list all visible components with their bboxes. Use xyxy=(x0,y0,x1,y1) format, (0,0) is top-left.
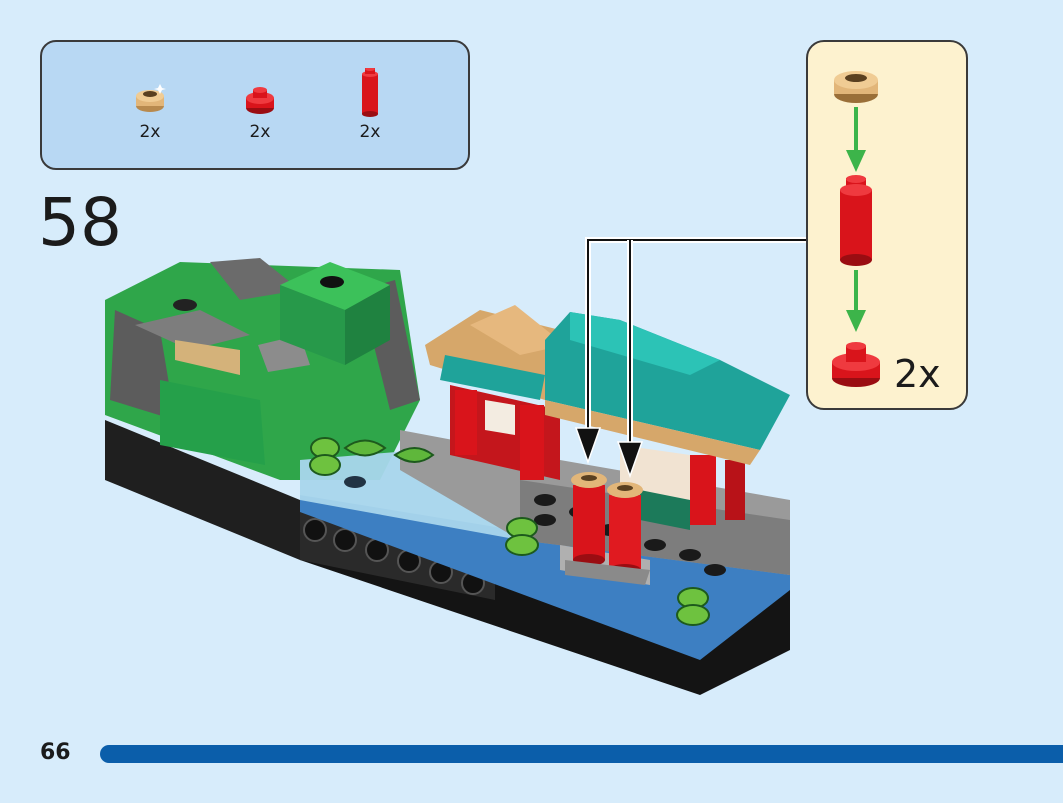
page-number: 66 xyxy=(40,740,71,765)
part-qty: 2x xyxy=(139,122,161,142)
part-qty: 2x xyxy=(249,122,271,142)
part-item-red-round-plate: 2x xyxy=(220,68,300,142)
part-item-tan-round-plate: 2x xyxy=(110,68,190,142)
step-number: 58 xyxy=(38,184,122,261)
part-item-red-cylinder-brick: 2x xyxy=(330,68,410,142)
page-progress-bar xyxy=(100,745,1063,763)
subassembly-callout: 2x xyxy=(806,40,968,410)
red-round-plate-icon xyxy=(246,87,274,114)
red-cylinder-brick-icon xyxy=(362,68,378,117)
subassembly-diagram xyxy=(832,71,880,387)
tan-round-plate-icon xyxy=(136,84,166,112)
part-qty: 2x xyxy=(359,122,381,142)
subassembly-multiplier: 2x xyxy=(894,352,941,396)
parts-list-panel: 2x 2x 2x xyxy=(40,40,470,170)
